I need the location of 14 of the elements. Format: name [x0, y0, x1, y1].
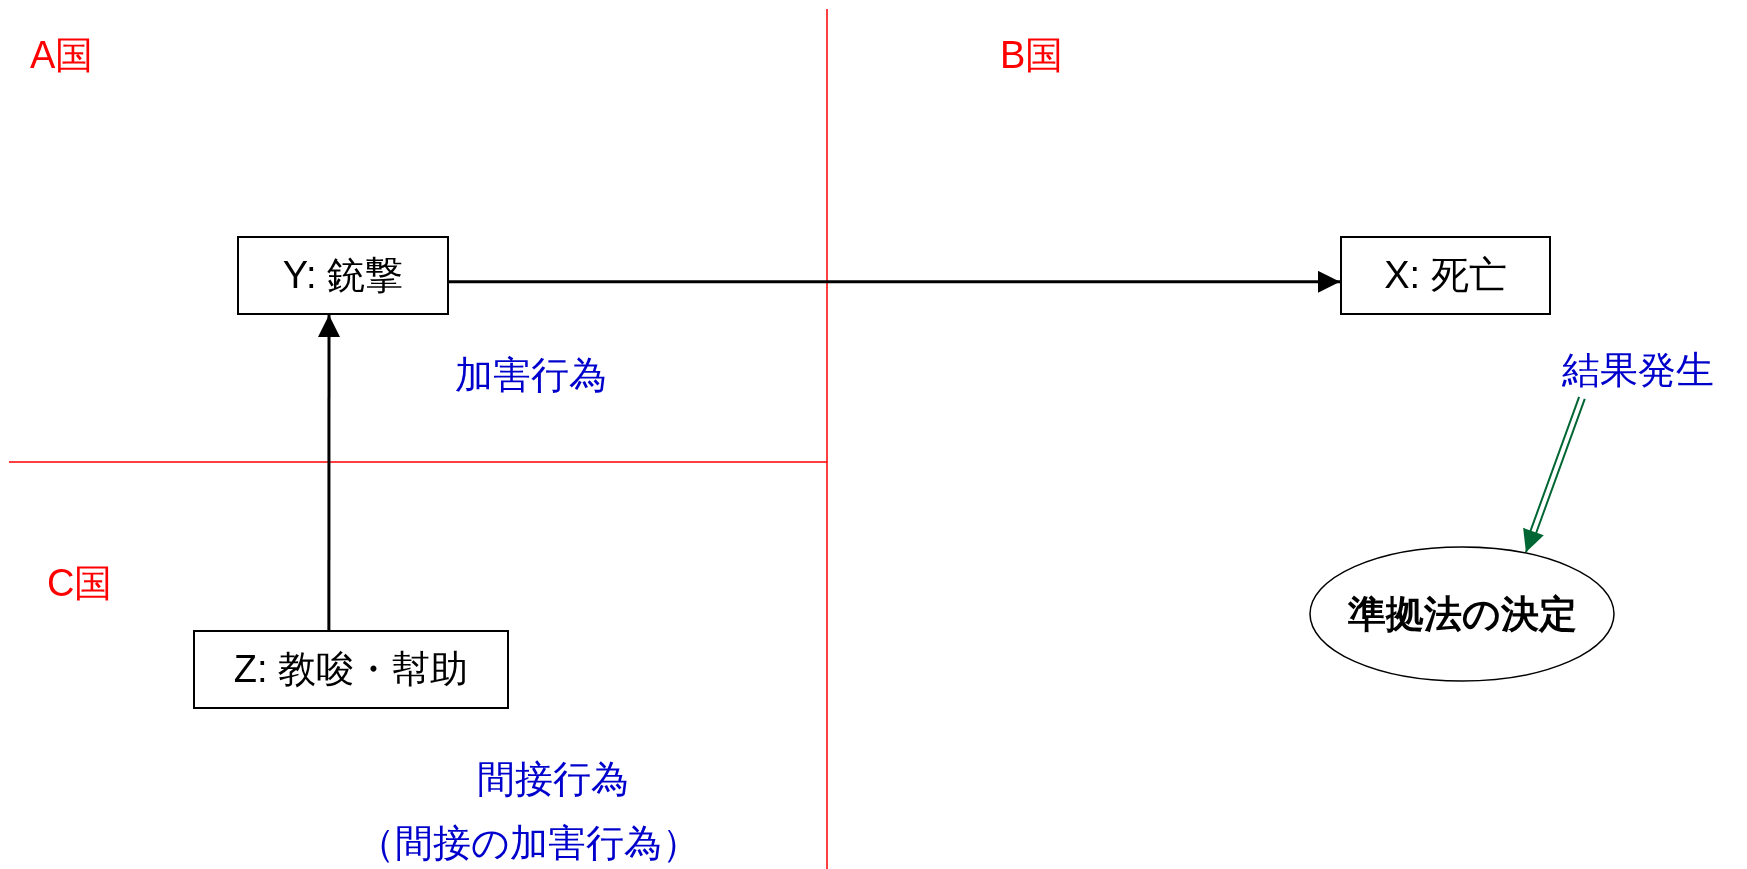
process-box: Z: 教唆・幇助	[193, 630, 509, 709]
node-label: 結果発生	[1540, 346, 1736, 394]
annotation-text: （間接の加害行為）	[357, 821, 700, 866]
arrow	[449, 270, 1340, 293]
annotation-text: 加害行為	[455, 353, 607, 398]
ellipse-node: 準拠法の決定	[1309, 546, 1615, 682]
arrow	[1523, 395, 1586, 554]
process-box: Y: 銃撃	[237, 236, 449, 315]
region-label: C国	[47, 561, 113, 606]
region-label: A国	[30, 33, 94, 78]
process-box: X: 死亡	[1340, 236, 1551, 315]
annotation-text: 間接行為	[477, 757, 629, 802]
region-label: B国	[1000, 33, 1064, 78]
arrow	[318, 315, 340, 630]
